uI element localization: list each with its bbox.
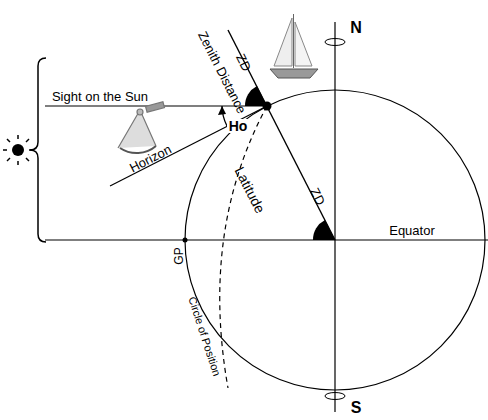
latitude-label: Latitude <box>232 165 267 216</box>
gp-label: GP <box>173 247 185 264</box>
zd-label: ZD <box>308 185 327 206</box>
circle-of-position-label: Circle of Position <box>186 295 222 377</box>
pole-label: S <box>349 400 364 416</box>
equator-label: Equator <box>387 224 437 237</box>
altitude-label: Ho <box>227 119 250 133</box>
sight-label: Sight on the Sun <box>50 90 150 103</box>
zd-label: ZD <box>234 51 253 72</box>
pole-label: N <box>348 20 364 36</box>
